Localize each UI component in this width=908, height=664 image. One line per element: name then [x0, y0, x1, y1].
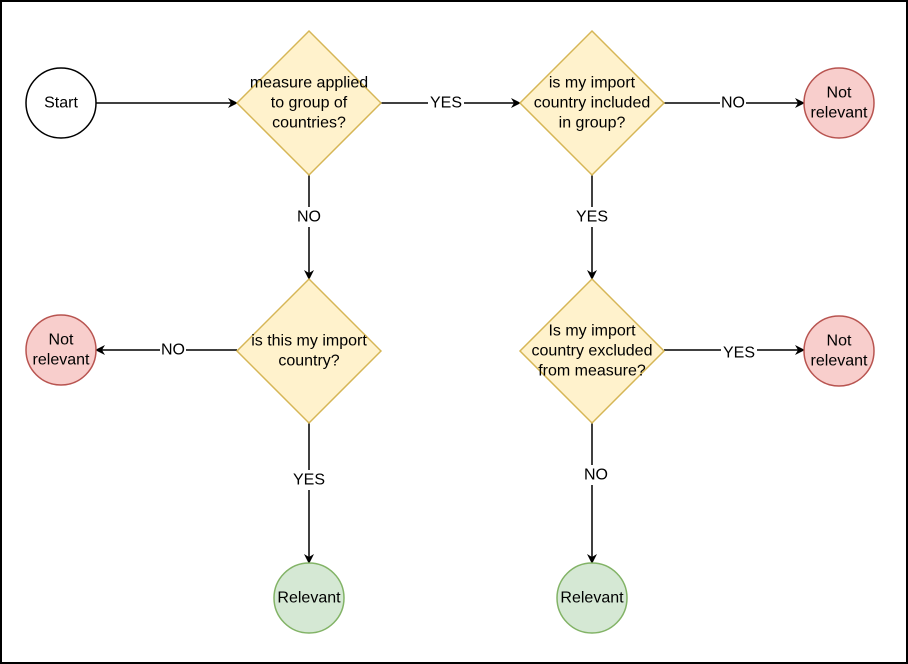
node-label: Is my import [548, 323, 636, 340]
node-start: Start [25, 67, 97, 139]
node-q-excluded: Is my import country excluded from measure… [518, 277, 666, 425]
edge-label: YES [576, 209, 608, 226]
node-label: Not [827, 85, 852, 102]
node-nr-right: Not relevant [803, 315, 875, 387]
edge-label-bg [296, 207, 322, 227]
node-label: Not [49, 332, 74, 349]
node-label: is my import [549, 75, 636, 92]
node-label: countries? [272, 115, 346, 132]
edge-label: NO [721, 95, 745, 112]
edge-label: YES [430, 95, 462, 112]
edge-included-to-nr-top: NO [664, 93, 805, 113]
edge-group-to-included: YES [381, 93, 521, 113]
node-shape [25, 314, 97, 386]
node-label: measure applied [250, 75, 368, 92]
edge-excluded-to-relevant: NO [583, 423, 609, 564]
edge-label-bg [428, 93, 464, 113]
edge-label-bg [291, 470, 327, 490]
node-label: relevant [33, 352, 90, 369]
nodes-layer: Start measure applied to group of countries… [25, 29, 875, 634]
node-nr-top: Not relevant [803, 67, 875, 139]
edge-label-bg [160, 340, 186, 360]
edge-label: YES [723, 345, 755, 362]
decision-shape [518, 29, 666, 177]
edge-my-country-to-relevant: YES [291, 423, 327, 564]
node-nr-left: Not relevant [25, 314, 97, 386]
node-label: country? [278, 353, 339, 370]
edge-label-bg [574, 207, 610, 227]
node-label: in group? [559, 115, 626, 132]
edge-label-bg [721, 343, 757, 363]
node-shape [273, 562, 345, 634]
node-relevant-left: Relevant [273, 562, 345, 634]
node-label: is this my import [251, 333, 367, 350]
node-shape [25, 67, 97, 139]
node-label: relevant [811, 105, 868, 122]
edge-excluded-to-nr-right: YES [664, 343, 805, 363]
node-q-my-country: is this my import country? [235, 277, 383, 425]
node-q-included: is my import country included in group? [518, 29, 666, 177]
node-label: to group of [271, 95, 348, 112]
node-label: Not [827, 333, 852, 350]
node-label: Start [44, 95, 78, 112]
node-label: relevant [811, 353, 868, 370]
decision-shape [235, 277, 383, 425]
node-label: country excluded [532, 343, 653, 360]
decision-shape [235, 29, 383, 177]
node-label: Relevant [277, 590, 341, 607]
edge-my-country-to-nr-left: NO [95, 340, 237, 360]
edge-label: NO [161, 342, 185, 359]
edge-label: NO [584, 467, 608, 484]
decision-shape [518, 277, 666, 425]
node-shape [556, 562, 628, 634]
node-relevant-right: Relevant [556, 562, 628, 634]
node-shape [803, 67, 875, 139]
edge-group-to-my-country: NO [296, 175, 322, 280]
edge-included-to-excluded: YES [574, 175, 610, 280]
node-label: Relevant [560, 590, 624, 607]
node-label: country included [534, 95, 651, 112]
node-q-group: measure applied to group of countries? [235, 29, 383, 177]
edge-label-bg [583, 465, 609, 485]
node-label: from measure? [538, 363, 646, 380]
node-shape [803, 315, 875, 387]
edge-label-bg [720, 93, 746, 113]
edges-layer: YES NO NO YES NO YES YES NO [95, 93, 805, 564]
edge-label: YES [293, 472, 325, 489]
edge-label: NO [297, 209, 321, 226]
